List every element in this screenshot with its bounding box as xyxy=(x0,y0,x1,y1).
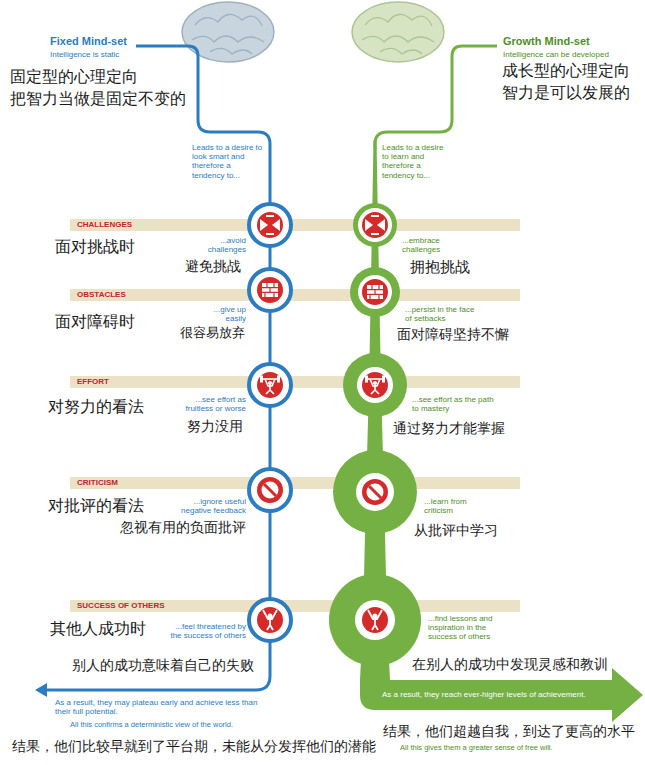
text-label: Fixed Mind-set xyxy=(50,35,127,48)
stage-inner xyxy=(355,600,395,640)
brain-shape xyxy=(182,2,274,62)
text-label: 结果，他们超越自我，到达了更高的水平 xyxy=(383,724,635,740)
node-text: CRITICISM xyxy=(77,478,118,487)
text-label: ...persist in the face of setbacks xyxy=(405,305,479,323)
no-sign-icon xyxy=(362,479,388,505)
text-label: Growth Mind-set xyxy=(503,35,590,48)
text-label: ...see effort as fruitless or worse xyxy=(166,395,246,413)
text-label: 对批评的看法 xyxy=(48,497,144,515)
growth-path-line xyxy=(375,46,497,150)
node-text: As a result, they reach ever-higher leve… xyxy=(382,690,586,699)
text-label: 很容易放弃 xyxy=(180,326,245,341)
category-band: SUCCESS OF OTHERS xyxy=(70,600,172,612)
text-label: 面对障碍时 xyxy=(55,313,135,331)
text-label: 在别人的成功中发现灵感和教训 xyxy=(412,656,608,672)
wall-icon xyxy=(362,279,388,305)
result-arrow: As a result, they reach ever-higher leve… xyxy=(378,680,612,710)
node-text: EFFORT xyxy=(77,377,109,386)
brain-folds xyxy=(192,14,264,54)
brain-folds xyxy=(362,14,434,54)
text-label: ...feel threatened by the success of oth… xyxy=(170,622,246,640)
text-label: 忽视有用的负面批评 xyxy=(120,519,246,535)
text-label: 结果，他们比较早就到了平台期，未能从分发挥他们的潜能 xyxy=(12,738,376,754)
category-band xyxy=(70,600,520,612)
text-label: Intelligence can be developed xyxy=(503,50,609,59)
text-label: ...ignore useful negative feedback xyxy=(168,497,246,515)
text-label: Intelligence is static xyxy=(50,50,119,59)
text-label: 避免挑战 xyxy=(185,258,241,274)
text-label: 其他人成功时 xyxy=(50,620,146,638)
text-label: 别人的成功意味着自己的失败 xyxy=(72,657,254,673)
text-label: As a result, they may plateau early and … xyxy=(55,698,270,716)
stage-disc xyxy=(343,353,407,417)
node-text: SUCCESS OF OTHERS xyxy=(77,601,165,610)
stage-ring xyxy=(249,269,291,311)
wall-icon xyxy=(257,277,283,303)
text-label: 努力没用 xyxy=(187,418,243,434)
node-text: CHALLENGES xyxy=(77,220,132,229)
category-band: EFFORT xyxy=(70,376,116,388)
stage-inner xyxy=(358,208,392,242)
category-band xyxy=(70,477,520,489)
stage-inner xyxy=(358,275,392,309)
text-label: ...avoid challenges xyxy=(196,236,246,254)
text-label: 把智力当做是固定不变的 xyxy=(10,90,186,108)
text-label: 面对障碍坚持不懈 xyxy=(397,326,509,342)
text-label: ...give up easily xyxy=(196,305,246,323)
stage-disc xyxy=(329,574,421,666)
text-label: 成长型的心理定向 xyxy=(502,62,630,80)
winner-icon xyxy=(362,607,388,633)
text-label: All this confirms a deterministic view o… xyxy=(70,721,233,730)
category-band xyxy=(70,219,520,231)
text-label: 通过努力才能掌握 xyxy=(393,420,505,436)
text-label: ...find lessons and inspiration in the s… xyxy=(428,614,508,642)
category-band: OBSTACLES xyxy=(70,289,133,301)
challenge-icon xyxy=(257,212,283,238)
stage-disc xyxy=(333,450,417,534)
fixed-stage-circles xyxy=(249,204,291,641)
stage-inner xyxy=(357,367,393,403)
fixed-path-line xyxy=(46,46,270,690)
category-band: CHALLENGES xyxy=(70,219,139,231)
stage-disc xyxy=(353,203,397,247)
stage-disc xyxy=(350,267,400,317)
growth-brain xyxy=(352,2,444,62)
node-text: OBSTACLES xyxy=(77,290,126,299)
text-label: ...learn from criticism xyxy=(424,497,484,515)
weightlifter-icon xyxy=(257,372,283,398)
stage-ring xyxy=(249,204,291,246)
text-label: 固定型的心理定向 xyxy=(10,68,138,86)
text-label: ...see effort as the path to mastery xyxy=(412,395,494,413)
brain-shape xyxy=(352,2,444,62)
challenge-icon xyxy=(362,212,388,238)
text-label: 从批评中学习 xyxy=(414,522,498,538)
text-label: 拥抱挑战 xyxy=(410,258,470,275)
text-label: Leads to a desire to look smart and ther… xyxy=(192,143,264,180)
text-label: 对努力的看法 xyxy=(48,398,144,416)
stage-ring xyxy=(249,469,291,511)
fixed-brain xyxy=(182,2,274,62)
stage-ring xyxy=(249,364,291,406)
weightlifter-icon xyxy=(362,372,388,398)
arrow-head xyxy=(35,683,47,697)
category-band xyxy=(70,376,520,388)
text-label: All this gives them a greater sense of f… xyxy=(400,744,553,753)
stage-ring xyxy=(249,599,291,641)
text-label: Leads to a desire to learn and therefore… xyxy=(382,143,450,180)
text-label: 智力是可以发展的 xyxy=(502,84,630,102)
category-band: CRITICISM xyxy=(70,477,125,489)
stage-inner xyxy=(356,473,394,511)
text-label: ...embrace challenges xyxy=(402,236,457,254)
winner-icon xyxy=(257,607,283,633)
no-sign-icon xyxy=(257,477,283,503)
category-band xyxy=(70,289,520,301)
text-label: 面对挑战时 xyxy=(55,238,135,256)
